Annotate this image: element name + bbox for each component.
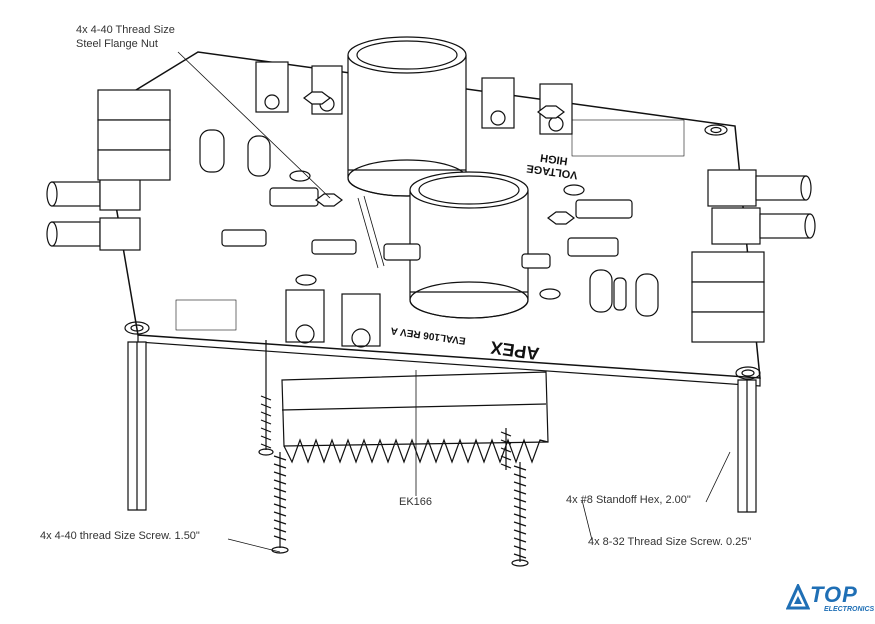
callout-flange-nut-line1: 4x 4-40 Thread Size xyxy=(76,24,175,36)
leader-lines xyxy=(177,51,731,553)
bnc-connector-right-2 xyxy=(711,207,816,245)
callout-screw-832: 4x 8-32 Thread Size Screw. 0.25" xyxy=(588,536,752,548)
callout-screw-440: 4x 4-40 thread Size Screw. 1.50" xyxy=(40,530,200,542)
callout-standoff: 4x #8 Standoff Hex, 2.00" xyxy=(566,494,691,506)
vent-patterns xyxy=(175,119,685,331)
standoff-front-left xyxy=(127,341,147,511)
top-electronics-logo: TOP ELECTRONICS xyxy=(786,582,874,618)
jack-left xyxy=(97,89,171,181)
screw-440-left xyxy=(271,452,289,554)
bnc-connector-left-2 xyxy=(46,217,141,251)
standoff-front-right xyxy=(737,379,757,513)
board-voltage-line1: HIGH xyxy=(539,151,568,167)
screw-832-right xyxy=(511,462,529,567)
flange-nuts xyxy=(303,91,575,225)
bnc-connector-right-1 xyxy=(707,169,812,207)
logo-name: TOP xyxy=(810,582,858,607)
header-pins xyxy=(357,195,385,269)
small-capacitors xyxy=(199,129,659,317)
capacitor-large-2 xyxy=(409,171,529,319)
callout-flange-nut-line2: Steel Flange Nut xyxy=(76,38,158,50)
resistors xyxy=(221,187,633,269)
triangle-drop-icon xyxy=(786,584,810,610)
screw-back-right xyxy=(500,428,512,470)
bnc-connector-left-1 xyxy=(46,177,141,211)
capacitor-large-1 xyxy=(347,36,467,197)
logo-subtitle: ELECTRONICS xyxy=(824,606,875,613)
callout-board-id: EK166 xyxy=(399,496,433,508)
screw-440-back xyxy=(258,392,274,456)
jack-right xyxy=(691,251,765,343)
heatsink xyxy=(281,371,549,464)
